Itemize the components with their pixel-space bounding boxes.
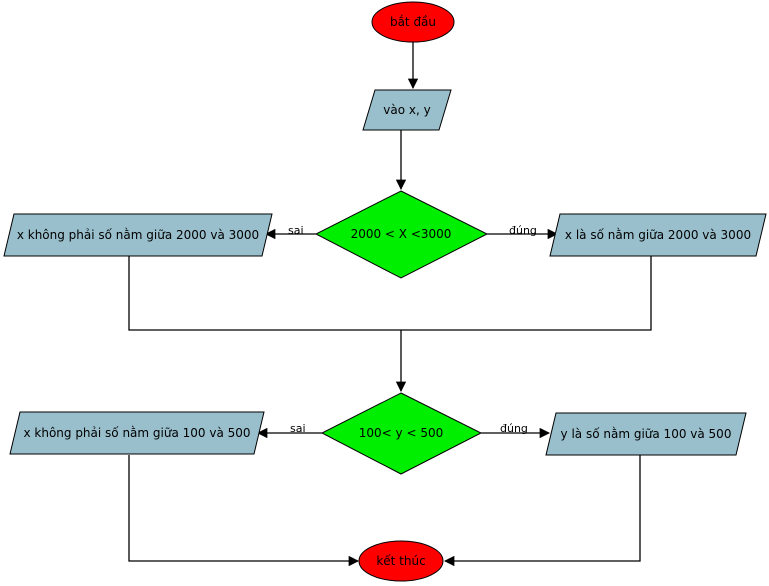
true-1-shape (549, 213, 767, 257)
end-label: kết thúc (376, 554, 425, 568)
true-2-shape (545, 412, 747, 456)
start-label: bắt đầu (390, 15, 436, 29)
false-2-node: x không phải số nằm giữa 100 và 500 (9, 411, 265, 455)
decision-1-node: 2000 < X <3000 (314, 190, 489, 279)
end-node: kết thúc (358, 540, 444, 582)
true-2-label: y là số nằm giữa 100 và 500 (561, 427, 732, 441)
true-1-node: x là số nằm giữa 2000 và 3000 (549, 213, 767, 257)
decision-2-node: 100< y < 500 (320, 392, 483, 475)
input-node: vào x, y (362, 89, 452, 131)
start-ellipse (371, 1, 455, 43)
true-1-label: x là số nằm giữa 2000 và 3000 (565, 228, 751, 242)
edge-false2-end (128, 455, 360, 567)
decision-2-diamond (320, 392, 483, 475)
false-1-shape (3, 213, 273, 257)
false-1-label: x không phải số nằm giữa 2000 và 3000 (17, 228, 259, 242)
input-shape (362, 89, 452, 131)
input-label: vào x, y (383, 103, 430, 117)
false-2-shape (9, 411, 265, 455)
edge-label-cond2-false: sai (290, 422, 306, 435)
decision-1-diamond (314, 190, 489, 279)
edge-label-cond1-true: đúng (509, 224, 537, 237)
false-2-label: x không phải số nằm giữa 100 và 500 (23, 426, 250, 440)
edge-true2-end (443, 455, 641, 567)
start-node: bắt đầu (371, 1, 455, 43)
decision-1-label: 2000 < X <3000 (351, 227, 452, 241)
true-2-node: y là số nằm giữa 100 và 500 (545, 412, 747, 456)
decision-2-label: 100< y < 500 (359, 426, 443, 440)
connectors (128, 42, 652, 567)
edge-label-cond2-true: đúng (500, 422, 528, 435)
end-ellipse (358, 540, 444, 582)
false-1-node: x không phải số nằm giữa 2000 và 3000 (3, 213, 273, 257)
edge-label-cond1-false: sai (288, 224, 304, 237)
edge-merge-1 (128, 256, 652, 331)
